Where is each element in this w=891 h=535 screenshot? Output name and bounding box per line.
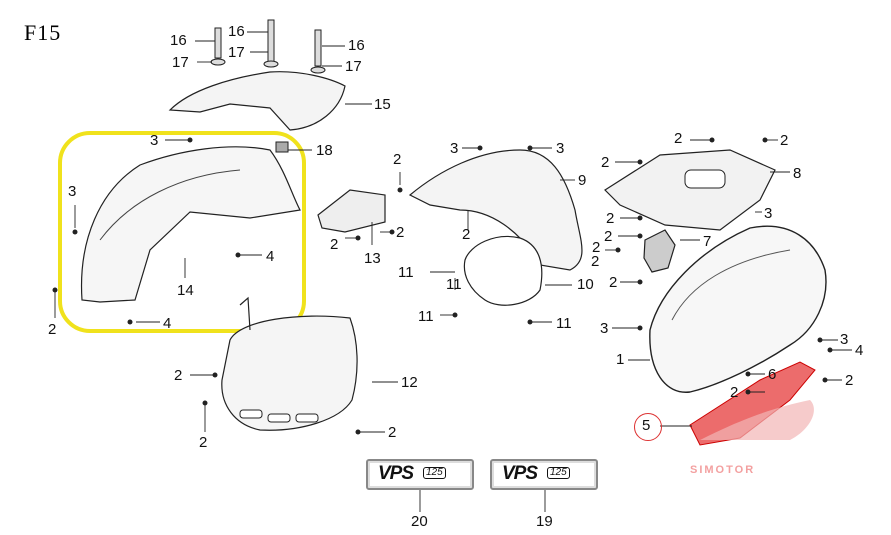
label-8: 8 xyxy=(793,165,802,182)
fastener-dots xyxy=(52,137,833,435)
label-2: 2 xyxy=(174,367,183,384)
label-4: 4 xyxy=(266,248,275,265)
part-18-shape xyxy=(275,141,289,153)
label-2: 2 xyxy=(606,210,615,227)
part-1-shape xyxy=(649,225,827,393)
part-5-shape xyxy=(689,361,816,446)
label-16: 16 xyxy=(170,32,187,49)
label-10: 10 xyxy=(577,276,594,293)
part-14-shape xyxy=(80,146,301,303)
figure-code: F15 xyxy=(24,20,62,45)
label-6: 6 xyxy=(768,366,777,383)
part-12-vents xyxy=(239,409,319,423)
label-3: 3 xyxy=(764,205,773,222)
label-2: 2 xyxy=(393,151,402,168)
label-12: 12 xyxy=(401,374,418,391)
label-2: 2 xyxy=(396,224,405,241)
label-4: 4 xyxy=(855,342,864,359)
decal-model-text: VPS xyxy=(502,463,538,484)
label-3: 3 xyxy=(450,140,459,157)
watermark-text: SIMOTOR xyxy=(690,464,756,476)
label-11: 11 xyxy=(446,276,462,293)
label-4: 4 xyxy=(163,315,172,332)
part-12-shape xyxy=(221,315,358,431)
highlight-box xyxy=(58,131,306,333)
part-9-shape xyxy=(408,149,583,271)
label-2: 2 xyxy=(604,228,613,245)
decal-sub-text: 125 xyxy=(423,467,446,479)
part-8-shape xyxy=(604,149,776,231)
leader-lines xyxy=(54,31,852,512)
label-16: 16 xyxy=(228,23,245,40)
label-18: 18 xyxy=(316,142,333,159)
label-2: 2 xyxy=(780,132,789,149)
decal-model-text: VPS xyxy=(378,463,414,484)
label-2: 2 xyxy=(48,321,57,338)
decal-sub-text: 125 xyxy=(547,467,570,479)
label-19: 19 xyxy=(536,513,553,530)
label-3: 3 xyxy=(556,140,565,157)
label-11: 11 xyxy=(398,264,414,281)
label-16: 16 xyxy=(348,37,365,54)
label-20: 20 xyxy=(411,513,428,530)
label-2: 2 xyxy=(609,274,618,291)
label-5: 5 xyxy=(642,417,651,434)
label-7: 7 xyxy=(703,233,712,250)
label-2: 2 xyxy=(388,424,397,441)
part-10-shape xyxy=(463,236,543,306)
label-17: 17 xyxy=(228,44,245,61)
label-11: 11 xyxy=(418,308,434,325)
part-13-shape xyxy=(317,189,386,233)
label-14: 14 xyxy=(177,282,194,299)
label-3: 3 xyxy=(840,331,849,348)
label-2: 2 xyxy=(674,130,683,147)
label-2: 2 xyxy=(845,372,854,389)
label-2: 2 xyxy=(462,226,471,243)
label-11: 11 xyxy=(556,315,572,332)
part-7-shape xyxy=(643,229,676,273)
decal-20: VPS 125 xyxy=(366,459,474,490)
part-5-callout-circle xyxy=(634,413,662,441)
label-2: 2 xyxy=(330,236,339,253)
label-2: 2 xyxy=(199,434,208,451)
label-2: 2 xyxy=(591,253,600,270)
part-15-shape xyxy=(168,71,346,131)
decal-19: VPS 125 xyxy=(490,459,598,490)
label-2: 2 xyxy=(592,239,601,256)
label-2: 2 xyxy=(730,384,739,401)
label-13: 13 xyxy=(364,250,381,267)
label-15: 15 xyxy=(374,96,391,113)
label-3: 3 xyxy=(68,183,77,200)
bolts-16-17 xyxy=(210,19,326,74)
label-1: 1 xyxy=(616,351,625,368)
label-17: 17 xyxy=(172,54,189,71)
label-9: 9 xyxy=(578,172,587,189)
label-3: 3 xyxy=(150,132,159,149)
label-17: 17 xyxy=(345,58,362,75)
label-2: 2 xyxy=(601,154,610,171)
label-3: 3 xyxy=(600,320,609,337)
